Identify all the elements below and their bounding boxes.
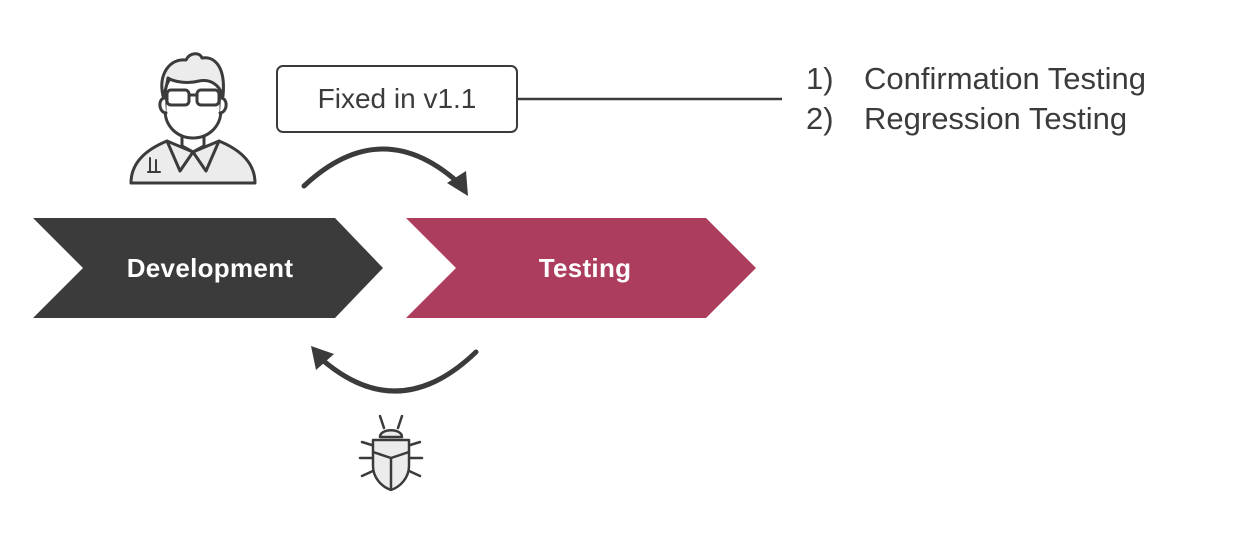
list-item-number: 2) [806,101,834,136]
stage-label-development: Development [126,252,294,283]
list-item-label: Regression Testing [864,101,1128,136]
curved-arrow-forward-icon [301,146,468,196]
fix-version-box: Fixed in v1.1 [276,65,518,133]
fix-version-label: Fixed in v1.1 [317,83,477,114]
list-item: 2) Regression Testing [806,99,1146,139]
curved-arrow-back-icon [311,346,479,394]
stage-label-testing: Testing [538,252,632,283]
testing-arrow [406,218,756,318]
bug-icon [358,414,424,492]
list-item-label: Confirmation Testing [864,61,1147,96]
development-arrow [33,218,383,318]
list-item-number: 1) [806,61,834,96]
developer-icon [129,52,257,185]
test-type-list: 1) Confirmation Testing 2) Regression Test… [806,59,1146,139]
list-item: 1) Confirmation Testing [806,59,1146,99]
